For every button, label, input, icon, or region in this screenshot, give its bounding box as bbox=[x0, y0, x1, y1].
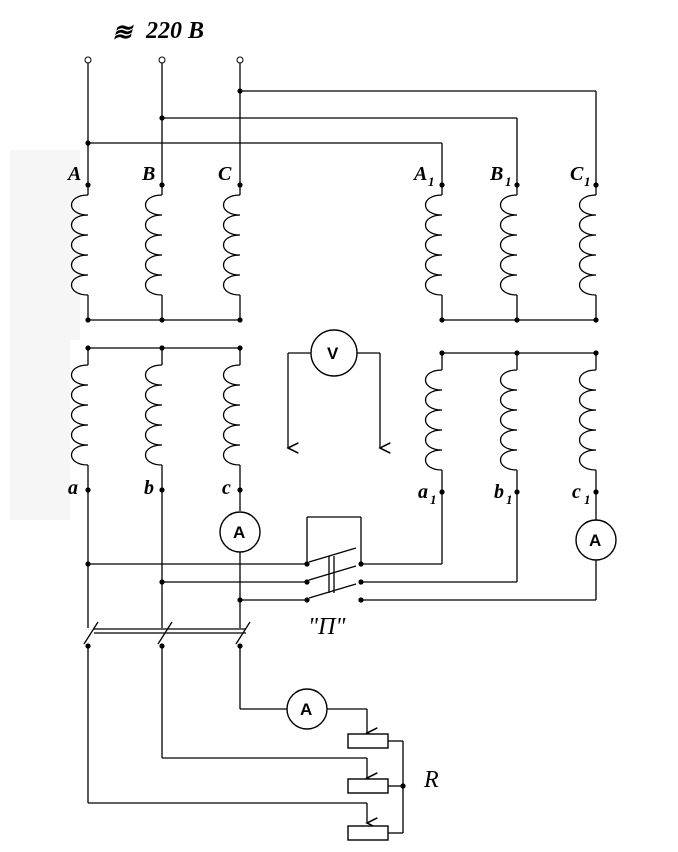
switch-busbars bbox=[85, 490, 596, 628]
load-breaker[interactable] bbox=[83, 621, 251, 649]
svg-text:a: a bbox=[418, 481, 428, 503]
svg-text:B: B bbox=[489, 163, 503, 185]
terminal-label-B: B bbox=[141, 163, 155, 185]
terminal-label-C: C bbox=[218, 163, 232, 185]
switch-label: "П" bbox=[308, 614, 346, 640]
svg-text:1: 1 bbox=[584, 174, 591, 189]
ammeter-load: A bbox=[286, 688, 328, 730]
secondary-windings-2 bbox=[424, 350, 599, 495]
terminal-label-c1: c 1 bbox=[572, 481, 591, 507]
supply-symbol: ≋ bbox=[112, 20, 134, 46]
svg-text:1: 1 bbox=[506, 492, 513, 507]
terminal-label-A: A bbox=[66, 163, 81, 185]
svg-text:A: A bbox=[412, 163, 427, 185]
voltmeter: V bbox=[288, 329, 380, 448]
svg-text:1: 1 bbox=[428, 174, 435, 189]
svg-text:1: 1 bbox=[505, 174, 512, 189]
svg-text:c: c bbox=[572, 481, 581, 503]
terminal-label-c: c bbox=[222, 477, 231, 499]
terminal-label-b: b bbox=[144, 477, 154, 499]
load-rheostats[interactable] bbox=[347, 733, 406, 841]
terminal-label-b1: b 1 bbox=[494, 481, 513, 507]
ammeter-phase-c1-label: A bbox=[589, 531, 601, 550]
terminal-label-a1: a 1 bbox=[418, 481, 437, 507]
supply-voltage: 220 В bbox=[145, 18, 204, 44]
load-wires bbox=[87, 646, 367, 823]
ammeter-load-label: A bbox=[300, 700, 312, 719]
ammeter-phase-c: A bbox=[219, 511, 261, 553]
switch-P[interactable] bbox=[304, 516, 364, 603]
terminal-label-C1: C 1 bbox=[570, 163, 591, 189]
primary-windings-1 bbox=[70, 182, 243, 323]
ammeter-phase-c-label: A bbox=[233, 523, 245, 542]
svg-text:b: b bbox=[494, 481, 504, 503]
svg-text:1: 1 bbox=[430, 492, 437, 507]
supply-terminals bbox=[84, 56, 244, 64]
terminal-label-A1: A 1 bbox=[412, 163, 435, 189]
primary-windings-2 bbox=[424, 182, 599, 323]
svg-text:1: 1 bbox=[584, 492, 591, 507]
terminal-label-a: a bbox=[68, 477, 78, 499]
ammeter-phase-c1: A bbox=[575, 519, 617, 561]
svg-text:C: C bbox=[570, 163, 584, 185]
supply-wires bbox=[87, 63, 597, 185]
load-label: R bbox=[423, 767, 439, 793]
voltmeter-label: V bbox=[327, 344, 339, 363]
secondary-windings-1 bbox=[70, 345, 243, 493]
supply-junctions bbox=[85, 88, 243, 146]
terminal-label-B1: B 1 bbox=[489, 163, 512, 189]
